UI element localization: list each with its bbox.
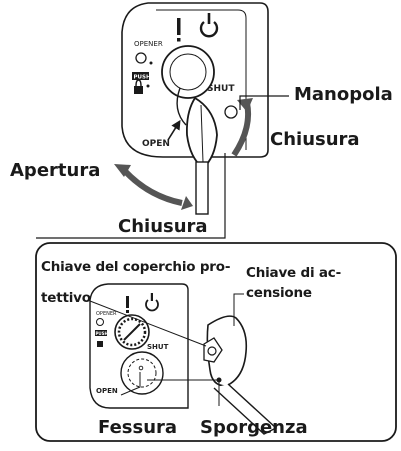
- push-label: PUSH: [134, 75, 151, 81]
- open-label: OPEN: [142, 139, 170, 149]
- chiusura-label-right: Chiusura: [270, 131, 360, 149]
- arrow-chiusura-bottom: [181, 196, 193, 210]
- cover-key-label-line1: Chiave del coperchio pro-: [41, 261, 230, 275]
- opener-label: OPENER: [134, 40, 163, 48]
- manopola-label: Manopola: [294, 86, 393, 104]
- inset-push-label: PUSH: [96, 331, 108, 336]
- ignition-key-label-line1: Chiave di ac-: [246, 267, 341, 281]
- chiusura-label-bottom: Chiusura: [118, 218, 208, 236]
- ignition-key-label-line2: censione: [246, 287, 312, 301]
- cover-key-label-line2: tettivo: [41, 292, 91, 306]
- sporgenza-label: Sporgenza: [200, 419, 308, 437]
- fessura-label: Fessura: [98, 419, 177, 437]
- apertura-label: Apertura: [10, 162, 100, 180]
- inset-open-label: OPEN: [96, 387, 118, 395]
- inset-opener-label: OPENER: [96, 311, 117, 317]
- inset-shut-label: SHUT: [147, 343, 169, 351]
